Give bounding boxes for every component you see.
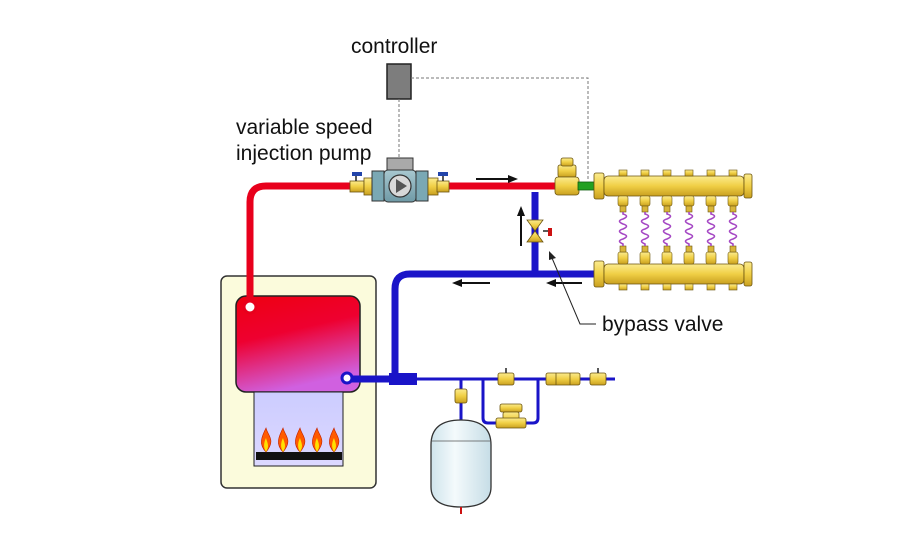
inlet-valve-icon	[589, 368, 607, 386]
manifold-port	[663, 205, 671, 213]
manifold-port	[684, 169, 694, 177]
manifold-port	[639, 195, 651, 207]
manifold-port	[729, 205, 737, 213]
manifold-port	[705, 195, 717, 207]
flow-arrows	[452, 175, 582, 287]
manifold-port	[619, 205, 627, 213]
boiler	[220, 275, 377, 489]
manifold-port	[618, 283, 628, 291]
manifold-port	[617, 251, 629, 265]
pump-label-line2: injection pump	[236, 142, 372, 165]
boiler-supply-port	[242, 299, 258, 315]
pump-label-line1: variable speed	[236, 116, 373, 139]
return-piping	[348, 192, 600, 383]
manifold-port	[683, 251, 695, 265]
manifold-port	[619, 245, 627, 253]
backflow-preventer-icon	[545, 372, 581, 386]
flow-arrow-up-icon	[517, 206, 525, 246]
radiant-loop	[684, 212, 694, 246]
manifold-port	[661, 195, 673, 207]
flow-arrow-left-icon	[452, 279, 490, 287]
check-valve-icon	[497, 368, 515, 386]
manifold-port	[729, 245, 737, 253]
manifold-port	[683, 195, 695, 207]
manifold-port	[662, 169, 672, 177]
manifold-port	[641, 245, 649, 253]
manifold-port	[640, 283, 650, 291]
manifold-port	[640, 169, 650, 177]
manifold-port	[728, 283, 738, 291]
circulator-pump-icon	[349, 157, 450, 203]
flow-arrow-left-icon	[546, 279, 582, 287]
isolation-valve-icon	[454, 388, 468, 404]
bypass-leader-line	[549, 251, 596, 325]
expansion-tank-icon	[430, 419, 492, 514]
radiant-loop	[728, 212, 738, 246]
manifold-ports	[617, 169, 739, 291]
radiant-loops	[618, 212, 738, 246]
manifold-port	[685, 205, 693, 213]
manifold-port	[662, 283, 672, 291]
supply-manifold	[593, 172, 753, 200]
manifold-port	[639, 251, 651, 265]
manifold-port	[661, 251, 673, 265]
flow-arrow-right-icon	[476, 175, 518, 183]
bypass-valve-label: bypass valve	[602, 313, 724, 336]
manifold-port	[618, 169, 628, 177]
radiant-loop	[706, 212, 716, 246]
manifold-port	[617, 195, 629, 207]
return-tee	[389, 373, 417, 385]
manifold-port	[706, 169, 716, 177]
burner	[256, 452, 342, 460]
manifold-port	[705, 251, 717, 265]
controller-unit	[386, 63, 412, 100]
manifold-port	[727, 195, 739, 207]
manifold-port	[706, 283, 716, 291]
control-wiring	[398, 77, 589, 180]
manifold-port	[707, 205, 715, 213]
thermostatic-fitting	[554, 157, 595, 196]
flame-icon	[261, 427, 340, 453]
manifold-port	[728, 169, 738, 177]
controller-box	[386, 63, 412, 100]
controller-label: controller	[351, 35, 438, 58]
makeup-valves	[454, 368, 607, 429]
manifold-port	[685, 245, 693, 253]
radiant-loop	[662, 212, 672, 246]
pressure-reducing-valve-icon	[495, 403, 527, 429]
manifold-port	[707, 245, 715, 253]
bypass-valve-icon	[526, 219, 552, 243]
return-manifold	[593, 260, 753, 288]
radiant-loop	[618, 212, 628, 246]
manifold-port	[641, 205, 649, 213]
manifold-port	[727, 251, 739, 265]
radiant-loop	[640, 212, 650, 246]
manifold-port	[684, 283, 694, 291]
manifold-port	[663, 245, 671, 253]
boiler-return-port	[340, 371, 354, 385]
